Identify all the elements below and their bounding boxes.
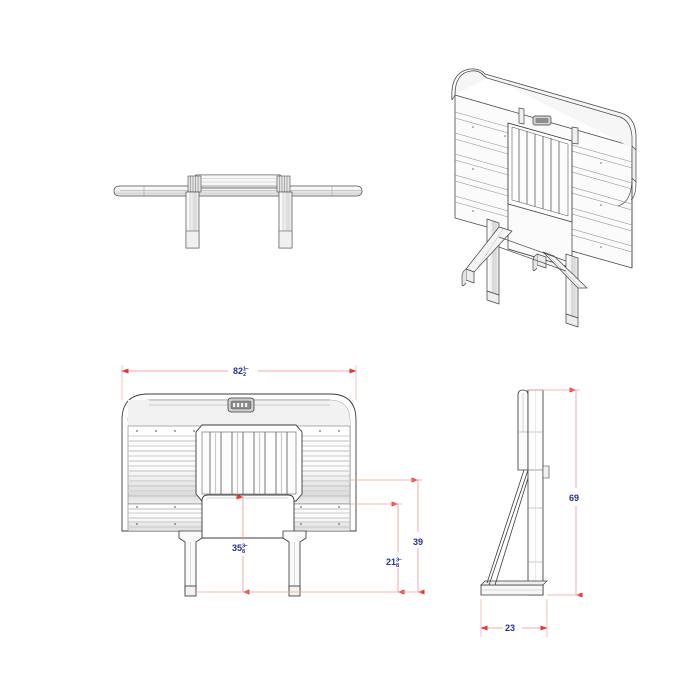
dimension-panel-height-39: 39 [300, 477, 425, 595]
front-center-lower-plate [201, 494, 295, 539]
top-view-right-leg [278, 191, 293, 249]
iso-right-leg [532, 251, 588, 328]
front-lower-right-band [291, 503, 351, 532]
dimension-overall-height-value: 69 [569, 493, 579, 503]
dimension-base-depth-value: 23 [505, 623, 515, 633]
iso-left-leg [461, 218, 513, 305]
top-view-left-leg [185, 191, 200, 249]
manufacturer-logo-badge [227, 397, 255, 413]
front-elevation-view [121, 393, 357, 597]
badge-iso [532, 115, 552, 126]
front-left-leg [178, 530, 203, 597]
front-center-window [195, 424, 303, 502]
isometric-view [451, 68, 637, 328]
top-plan-view [113, 174, 363, 249]
dimension-panel-height-value: 39 [413, 537, 423, 547]
top-view-right-louvers [276, 175, 291, 193]
top-view-rail [113, 185, 363, 197]
top-view-left-louvers [187, 175, 202, 193]
front-lower-left-band [127, 503, 207, 532]
dimension-overall-height-69: 69 [528, 387, 583, 598]
top-view-center-box [190, 174, 286, 189]
dimension-base-depth-23: 23 [480, 599, 548, 637]
front-left-slat-panel [127, 425, 207, 505]
